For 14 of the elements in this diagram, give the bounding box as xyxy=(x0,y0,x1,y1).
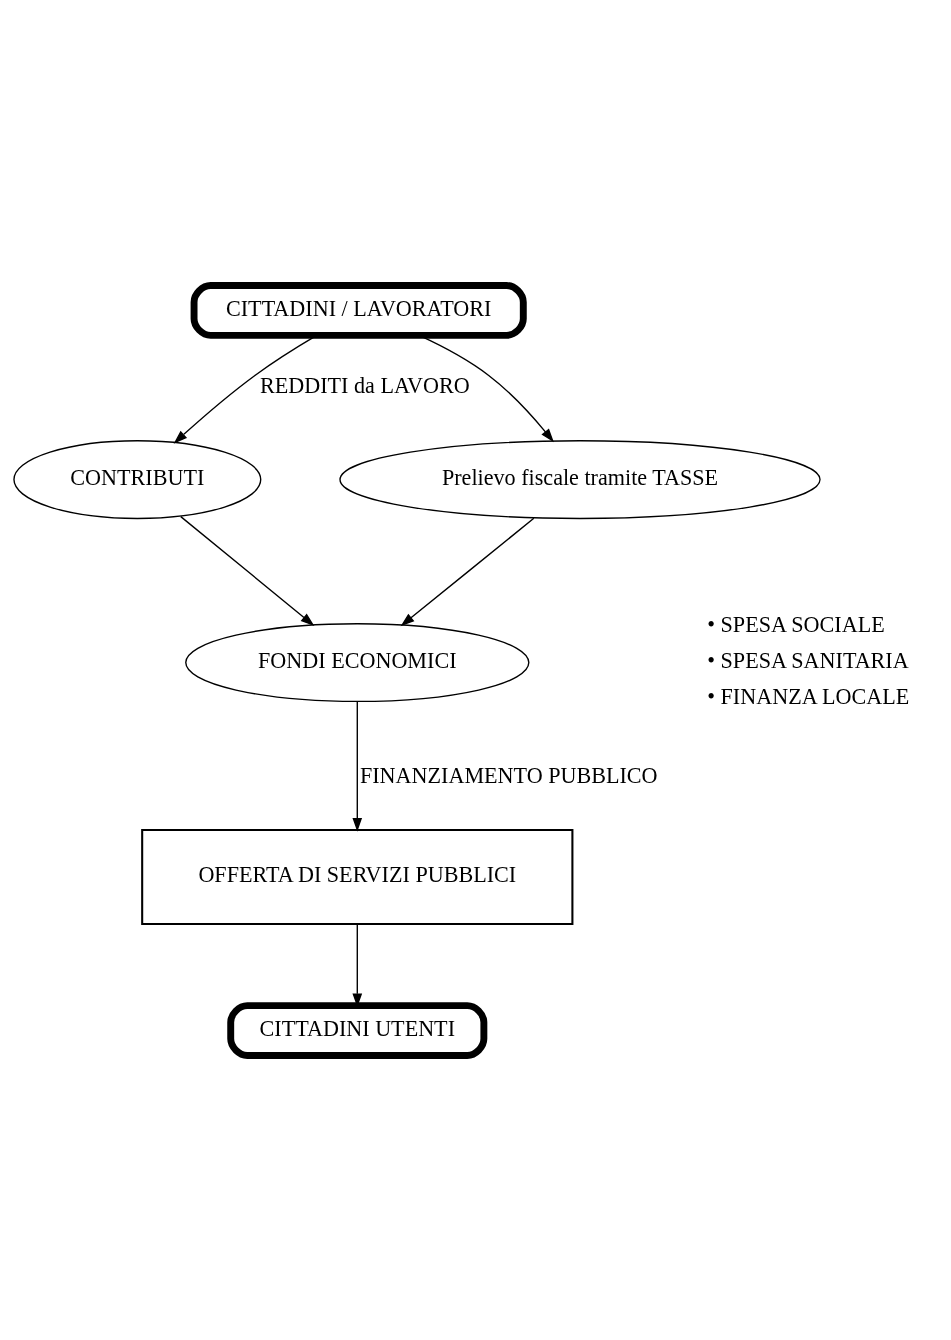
arrow xyxy=(180,515,315,626)
edge-label: FINANZIAMENTO PUBBLICO xyxy=(359,762,658,788)
label: • FINANZA LOCALE xyxy=(707,683,910,709)
label: • SPESA SOCIALE xyxy=(707,611,885,637)
node-box: OFFERTA DI SERVIZI PUBBLICI xyxy=(141,828,574,925)
arrow xyxy=(400,517,535,626)
node-ellipse: CONTRIBUTI xyxy=(13,439,262,519)
edge-label: REDDITI da LAVORO xyxy=(260,372,470,398)
node-box: CITTADINI / LAVORATORI xyxy=(190,281,527,339)
node-ellipse: FONDI ECONOMICI xyxy=(185,622,530,702)
label: • SPESA SANITARIA xyxy=(707,647,909,673)
node-ellipse: Prelievo fiscale tramite TASSE xyxy=(339,439,821,519)
arrow xyxy=(352,700,363,832)
node-box: CITTADINI UTENTI xyxy=(227,1001,488,1059)
